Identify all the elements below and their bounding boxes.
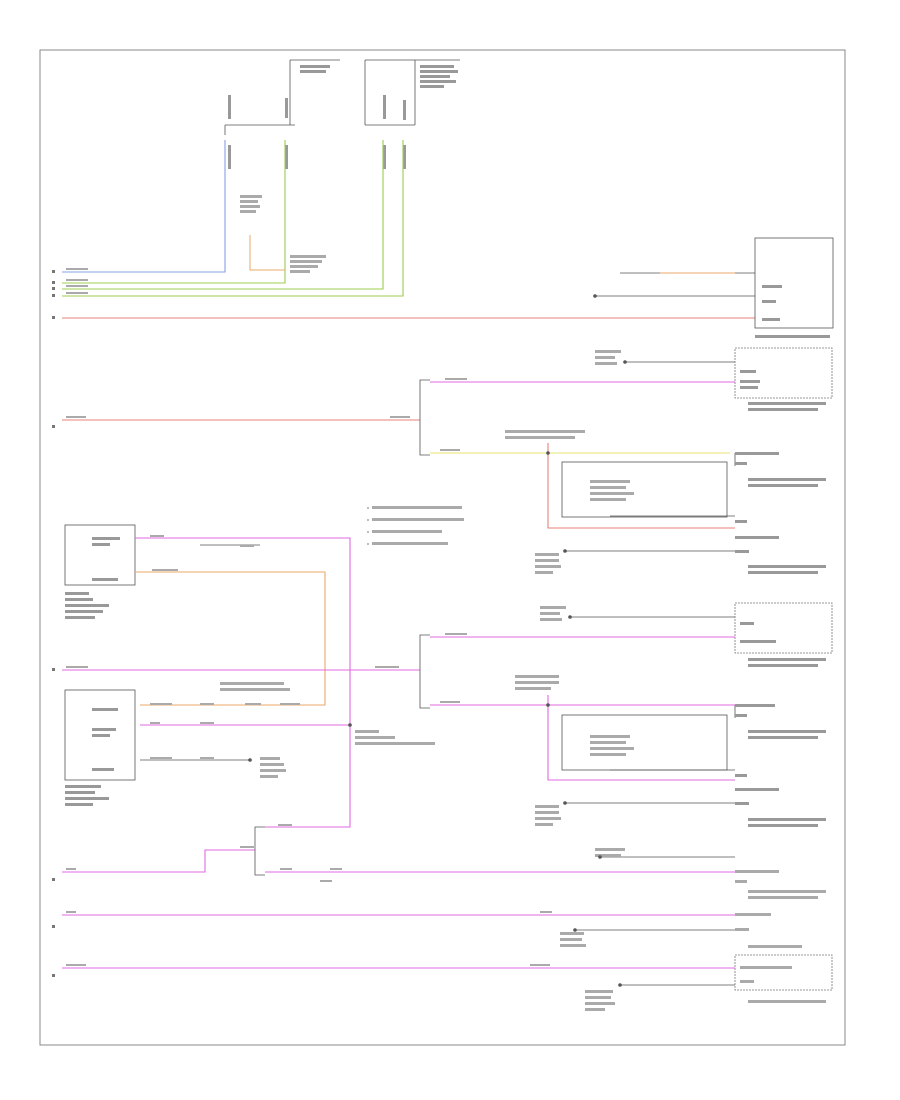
module-box-6 <box>734 602 833 654</box>
wire-module1-feeds <box>595 272 755 297</box>
wire-black-mid <box>565 616 736 804</box>
splice-labels-right-upper <box>66 350 634 574</box>
module-4-text <box>65 537 120 619</box>
module-7-text <box>735 704 826 827</box>
module-2-text <box>740 370 826 411</box>
wire-magenta-left-loop <box>135 537 351 828</box>
wire-green-bundle <box>62 140 404 297</box>
module-box-4 <box>64 524 136 586</box>
wire-black-left <box>140 544 260 761</box>
diagram-frame <box>39 49 846 1046</box>
left-labels <box>150 535 435 778</box>
splice-bracket-1 <box>419 379 430 456</box>
module-6-text <box>740 622 826 667</box>
wire-magenta-bottom <box>62 849 735 969</box>
legend-list <box>367 506 464 545</box>
bottom-labels <box>66 824 826 1011</box>
wire-magenta-mid <box>62 636 735 781</box>
splice-bracket-3 <box>254 826 265 876</box>
wire-orange-left <box>135 571 326 706</box>
module-box-8 <box>734 954 833 991</box>
wire-orange-red-branch <box>547 443 735 529</box>
module-box-1 <box>754 237 834 329</box>
module-box-2 <box>734 347 833 399</box>
module-5-text <box>65 708 118 806</box>
wire-black-bottom <box>575 856 735 986</box>
splice-bracket-2 <box>419 634 430 709</box>
wire-orange-small <box>249 235 285 271</box>
wire-black-mod2 <box>565 361 736 552</box>
wire-blue <box>62 140 226 273</box>
module-1-text <box>755 285 830 338</box>
pin-markers <box>52 270 55 977</box>
top-connector-group <box>224 59 460 135</box>
top-bundle-labels <box>66 195 326 294</box>
splice-dots <box>248 294 627 987</box>
splice-labels-right-mid <box>66 606 634 826</box>
top-connector-text <box>228 65 458 169</box>
module-3-text <box>735 452 826 574</box>
inner-component-box-1 <box>561 461 728 518</box>
inner-component-box-2 <box>561 714 728 771</box>
module-box-5 <box>64 689 136 781</box>
